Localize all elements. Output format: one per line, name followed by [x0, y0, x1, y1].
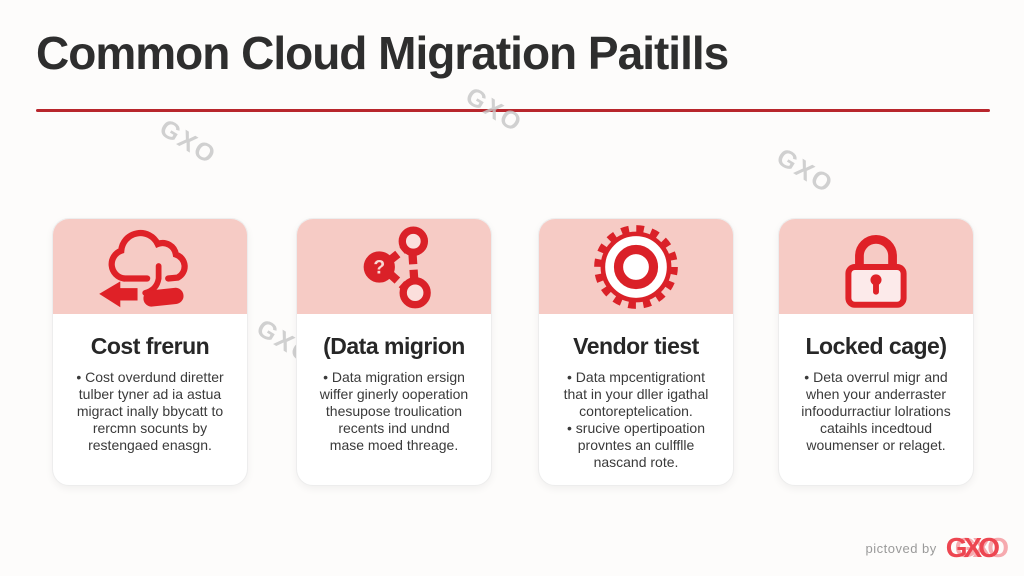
card-header	[539, 219, 733, 314]
card-vendor-lockin: Vendor tiest • Data mpcentigrationt that…	[538, 218, 734, 486]
page-title: Common Cloud Migration Paitills	[36, 27, 729, 79]
network-nodes-icon: ?	[363, 226, 431, 308]
question-mark-glyph: ?	[373, 257, 385, 278]
card-title: Vendor tiest	[573, 333, 699, 359]
cloud-migration-icon	[99, 229, 188, 307]
card-title: Cost frerun	[90, 333, 210, 359]
card-body-text: • Data migration ersign wiffer ginerly o…	[319, 369, 469, 453]
card-data-migration: ? (Data migrion • Data migration ersign …	[296, 218, 492, 486]
card-body-text: • Cost overdund diretter tulber tyner ad…	[76, 369, 224, 453]
card-body-text: • Data mpcentigrationt that in your dlle…	[563, 369, 709, 470]
card-header	[779, 219, 973, 314]
card-security-lock: Locked cage) • Deta overrul migr and whe…	[778, 218, 974, 486]
card-body-text: • Deta overrul migr and when your anderr…	[801, 369, 951, 453]
title-divider-line	[36, 109, 990, 112]
footer-credit-text: pictoved by	[865, 540, 937, 556]
card-title: Locked cage)	[805, 333, 948, 359]
card-cost-overrun: Cost frerun • Cost overdund diretter tul…	[52, 218, 248, 486]
gxo-watermark: GXO	[154, 113, 222, 171]
footer: pictoved by GXO	[866, 532, 1005, 564]
card-title: (Data migrion	[323, 333, 465, 359]
gxo-watermark: GXO	[771, 142, 839, 200]
gxo-logo: GXO	[945, 532, 1000, 563]
card-header: ?	[297, 219, 491, 314]
card-header	[53, 219, 247, 314]
gear-icon	[594, 224, 678, 309]
padlock-icon	[845, 234, 907, 308]
